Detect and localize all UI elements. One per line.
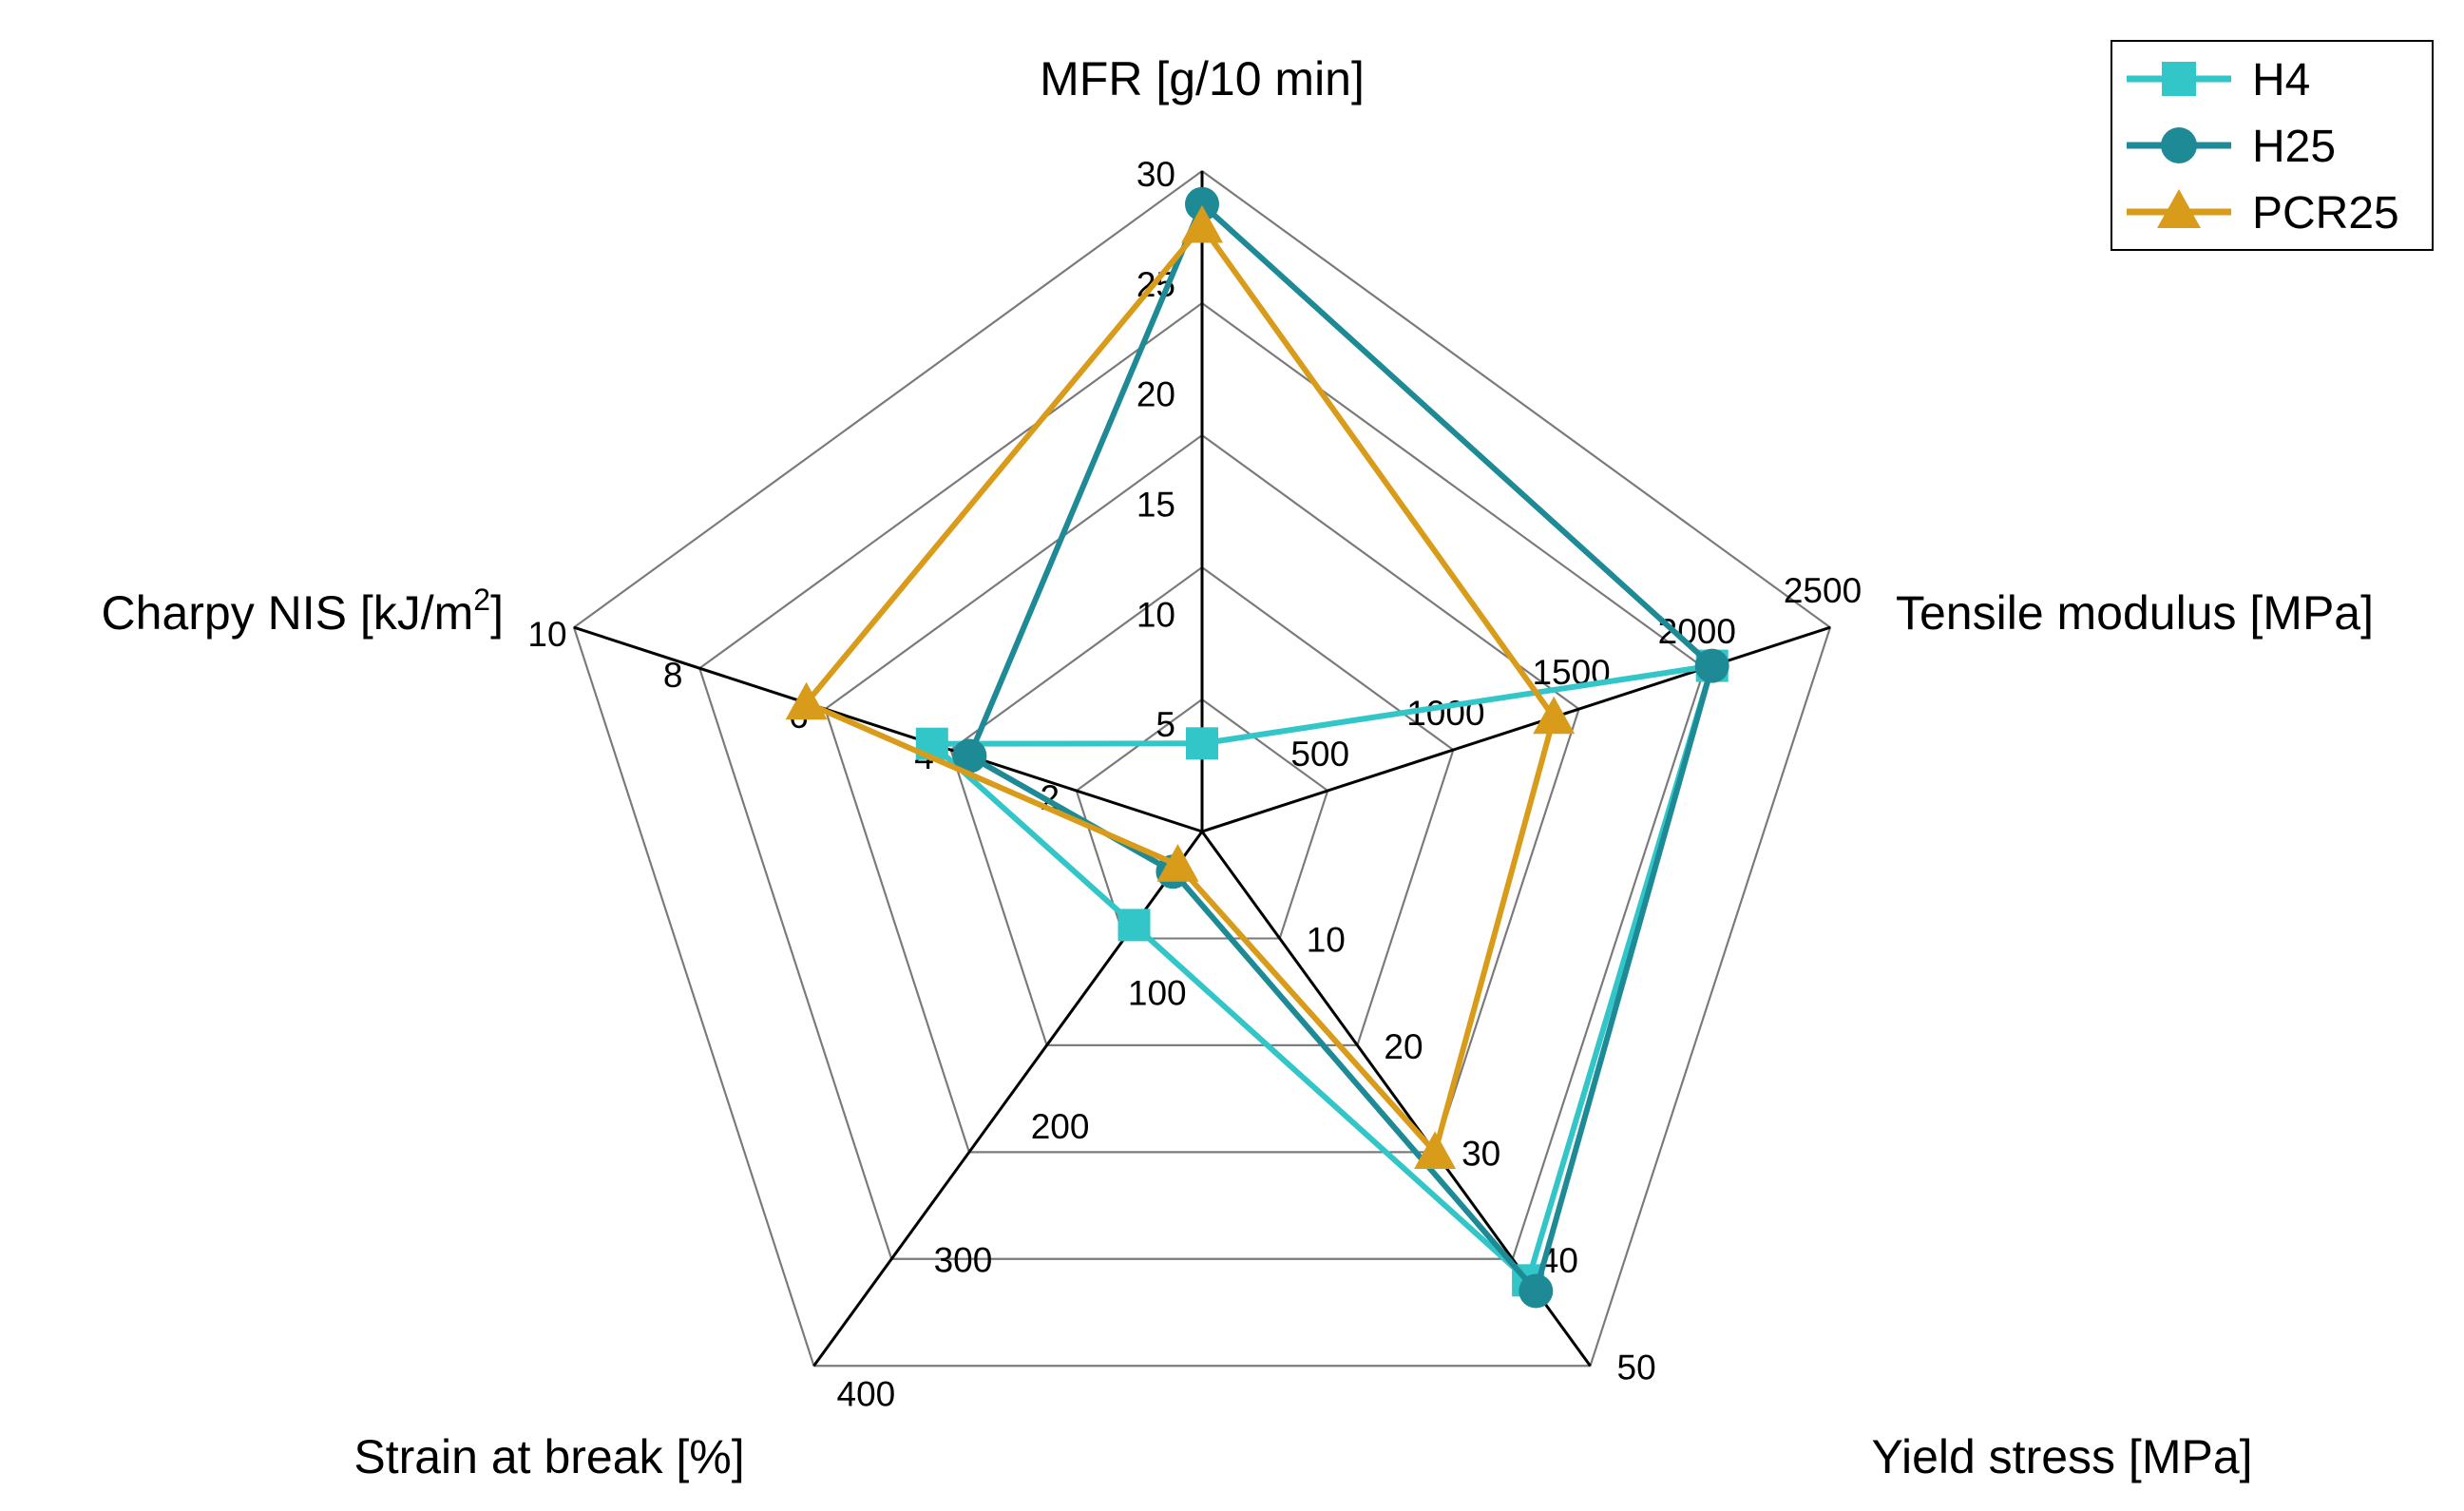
grid-segment-2-4 <box>950 566 1203 751</box>
tick-label-axis3-3: 400 <box>837 1374 896 1413</box>
grid-segment-2-3 <box>949 749 1048 1046</box>
tick-label-axis2-1: 20 <box>1384 1027 1423 1066</box>
grid-segment-2-1 <box>1356 749 1455 1046</box>
legend-marker-h4 <box>2162 62 2196 96</box>
tick-label-axis2-4: 50 <box>1617 1348 1656 1387</box>
axis-title-mfr: MFR [g/10 min] <box>1040 52 1365 105</box>
tick-label-axis3-0: 100 <box>1128 974 1187 1013</box>
grid-segment-5-3 <box>573 626 815 1367</box>
grid-segment-4-3 <box>698 667 893 1260</box>
data-point-h4-0 <box>1186 727 1218 760</box>
legend-marker-h25 <box>2161 127 2197 163</box>
axis-line-4 <box>573 625 1203 833</box>
grid-segment-1-1 <box>1278 790 1329 939</box>
grid-segment-3-0 <box>1201 434 1580 710</box>
tick-label-axis4-4: 10 <box>527 615 566 654</box>
tick-labels: 5101520253050010001500200025001020304050… <box>527 155 1862 1413</box>
grid-segment-3-3 <box>824 708 970 1153</box>
axis-titles: MFR [g/10 min] Tensile modulus [MPa] Yie… <box>102 52 2374 1483</box>
axis-title-charpy-nis-main: Charpy NIS [kJ/m <box>102 586 474 640</box>
axis-title-strain-at-break: Strain at break [%] <box>353 1430 744 1483</box>
tick-label-axis4-3: 8 <box>663 656 683 695</box>
data-point-h25-1 <box>1694 648 1729 683</box>
tick-label-axis0-1: 10 <box>1136 595 1175 634</box>
data-point-pcr25-0 <box>1181 204 1223 243</box>
grid-segment-4-4 <box>698 302 1203 670</box>
tick-label-axis2-0: 10 <box>1307 921 1346 960</box>
tick-label-axis3-2: 300 <box>934 1241 993 1280</box>
data-point-h25-0 <box>1185 186 1219 221</box>
grid-segment-4-0 <box>1201 302 1706 670</box>
tick-label-axis1-4: 2500 <box>1784 571 1862 610</box>
tick-label-axis3-1: 200 <box>1031 1107 1090 1146</box>
legend: H4 H25 PCR25 <box>2111 40 2434 251</box>
grid-segment-3-1 <box>1434 708 1580 1153</box>
legend-label-h25: H25 <box>2252 122 2336 172</box>
legend-label-pcr25: PCR25 <box>2252 188 2399 239</box>
grid-segment-5-4 <box>573 170 1203 629</box>
tick-label-axis0-3: 20 <box>1136 375 1175 414</box>
data-point-pcr25-2 <box>1414 1131 1457 1169</box>
axis-title-charpy-nis: Charpy NIS [kJ/m2] <box>102 583 504 640</box>
grid-segment-1-0 <box>1201 698 1328 792</box>
data-point-pcr25-1 <box>1533 696 1576 735</box>
data-point-pcr25-4 <box>785 681 828 720</box>
grid-segment-4-1 <box>1511 667 1706 1260</box>
data-point-h25-2 <box>1519 1273 1554 1309</box>
grid-segment-2-0 <box>1201 566 1454 751</box>
tick-label-axis0-0: 5 <box>1156 705 1175 744</box>
axis-title-yield-stress: Yield stress [MPa] <box>1871 1430 2252 1483</box>
tick-label-axis1-3: 2000 <box>1658 612 1736 651</box>
radar-grid <box>572 169 1832 1368</box>
grid-segment-5-0 <box>1201 170 1831 629</box>
tick-label-axis2-2: 30 <box>1461 1134 1500 1173</box>
data-point-h4-3 <box>1117 909 1151 942</box>
axis-title-charpy-nis-sup: 2 <box>473 583 490 617</box>
data-point-h25-4 <box>952 738 987 774</box>
legend-label-h4: H4 <box>2252 55 2310 105</box>
axis-title-tensile-modulus: Tensile modulus [MPa] <box>1896 586 2374 640</box>
axis-title-charpy-nis-suffix: ] <box>490 586 504 640</box>
grid-segment-5-1 <box>1589 626 1831 1367</box>
series-line-pcr25 <box>803 222 1557 1156</box>
tick-label-axis0-5: 30 <box>1136 155 1175 194</box>
tick-label-axis0-2: 15 <box>1136 486 1175 525</box>
legend-marker-pcr25 <box>2157 189 2201 228</box>
tick-label-axis1-0: 500 <box>1290 735 1349 774</box>
radar-axes <box>573 171 1831 1368</box>
grid-segment-3-4 <box>824 434 1203 710</box>
data-series <box>785 186 1729 1309</box>
grid-segment-1-3 <box>1075 790 1126 939</box>
series-line-h25 <box>966 201 1715 1294</box>
data-point-pcr25-3 <box>1156 844 1199 882</box>
